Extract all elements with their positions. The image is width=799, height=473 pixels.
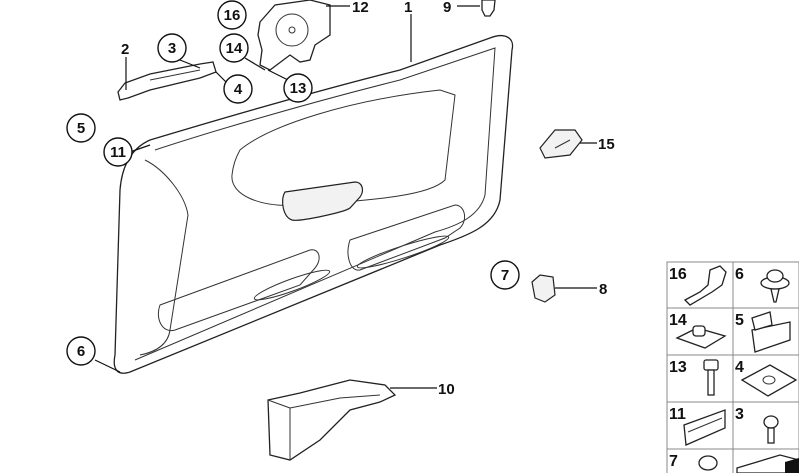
cap-part-8[interactable] bbox=[531, 274, 556, 303]
grid-cell-11: 11 bbox=[669, 406, 726, 446]
svg-text:11: 11 bbox=[110, 144, 126, 161]
cover-part-15[interactable] bbox=[539, 129, 583, 159]
callout-3: 3 bbox=[157, 33, 187, 63]
callout-13: 13 bbox=[283, 73, 313, 103]
label-9: 9 bbox=[443, 0, 451, 16]
small-parts-grid: 16 6 14 5 13 4 11 bbox=[666, 261, 799, 473]
svg-text:7: 7 bbox=[501, 267, 509, 284]
svg-text:13: 13 bbox=[290, 80, 307, 97]
grid-cell-blank bbox=[736, 454, 799, 473]
svg-text:16: 16 bbox=[224, 7, 241, 24]
callout-5: 5 bbox=[66, 113, 96, 143]
label-10: 10 bbox=[438, 381, 455, 398]
grid-cell-6: 6 bbox=[735, 266, 790, 303]
label-15: 15 bbox=[598, 136, 615, 153]
armrest-part-10[interactable] bbox=[267, 379, 397, 461]
callout-11: 11 bbox=[103, 137, 133, 167]
door-trim-panel[interactable] bbox=[113, 35, 514, 374]
svg-text:13: 13 bbox=[669, 359, 687, 376]
callout-6: 6 bbox=[66, 336, 96, 366]
grid-cell-7: 7 bbox=[669, 453, 718, 471]
svg-text:4: 4 bbox=[234, 81, 243, 98]
grid-cell-13: 13 bbox=[669, 359, 719, 396]
svg-text:14: 14 bbox=[669, 312, 687, 329]
svg-text:16: 16 bbox=[669, 266, 687, 283]
label-12: 12 bbox=[352, 0, 369, 16]
callout-7: 7 bbox=[490, 260, 520, 290]
svg-text:6: 6 bbox=[77, 343, 85, 360]
svg-text:14: 14 bbox=[226, 40, 243, 57]
callout-16: 16 bbox=[217, 0, 247, 30]
svg-text:4: 4 bbox=[735, 359, 744, 376]
leader-lines bbox=[94, 5, 597, 389]
svg-text:11: 11 bbox=[669, 406, 686, 423]
svg-text:6: 6 bbox=[735, 266, 744, 283]
svg-text:3: 3 bbox=[735, 406, 744, 423]
grid-cell-16: 16 bbox=[669, 265, 727, 306]
speaker-part[interactable] bbox=[257, 0, 331, 71]
svg-text:5: 5 bbox=[77, 120, 85, 137]
callout-4: 4 bbox=[223, 74, 253, 104]
grid-cell-3: 3 bbox=[735, 406, 779, 444]
grid-cell-4: 4 bbox=[735, 359, 798, 397]
svg-text:7: 7 bbox=[669, 453, 678, 470]
svg-text:5: 5 bbox=[735, 312, 744, 329]
bracket-part[interactable] bbox=[117, 61, 217, 101]
label-8: 8 bbox=[599, 281, 607, 298]
svg-text:3: 3 bbox=[168, 40, 176, 57]
grid-cell-14: 14 bbox=[669, 312, 727, 349]
clip-part-9[interactable] bbox=[481, 0, 496, 17]
label-2: 2 bbox=[121, 41, 129, 58]
grid-cell-5: 5 bbox=[735, 311, 791, 353]
callout-14: 14 bbox=[219, 33, 249, 63]
label-1: 1 bbox=[404, 0, 412, 16]
